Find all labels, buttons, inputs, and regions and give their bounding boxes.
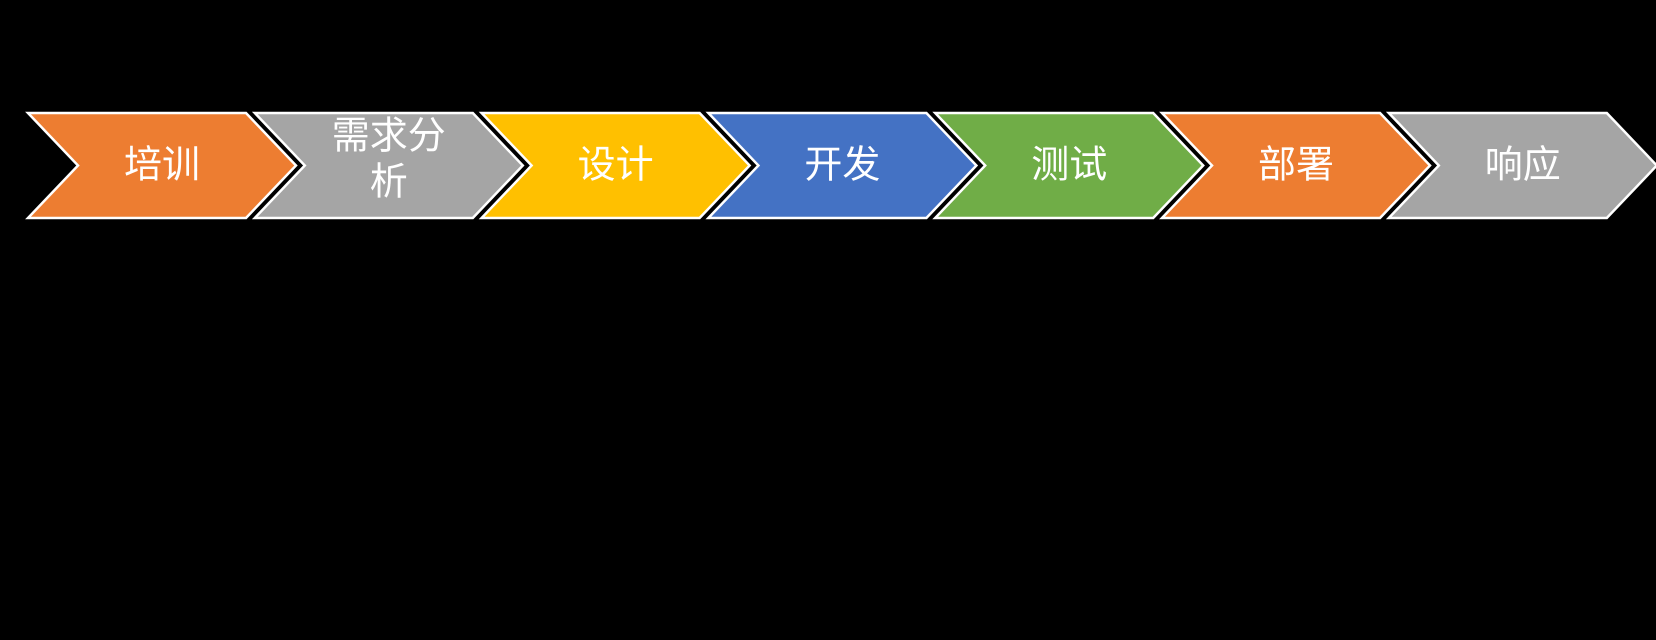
chevron-shape-5: [1159, 111, 1432, 220]
chevron-shape-3: [705, 111, 979, 220]
chevron-label-line: 设计: [578, 145, 654, 187]
chevron-shape-6: [1385, 111, 1656, 220]
chevron-label-3: 开发: [804, 145, 880, 187]
chevron-shape-4: [932, 111, 1205, 220]
chevron-label-line: 析: [370, 162, 408, 204]
chevron-label-line: 需求分: [332, 116, 446, 158]
chevron-shape-2: [478, 111, 752, 220]
chevron-label-1: 需求分析: [332, 116, 446, 204]
chevron-label-5: 部署: [1258, 145, 1334, 187]
chevron-label-line: 测试: [1031, 145, 1107, 187]
chevron-label-2: 设计: [578, 145, 654, 187]
chevron-label-line: 响应: [1485, 145, 1561, 187]
chevron-label-6: 响应: [1485, 145, 1561, 187]
chevron-shape-1: [251, 111, 525, 220]
chevron-label-0: 培训: [124, 145, 200, 187]
chevron-shape-0: [25, 111, 298, 220]
chevron-label-line: 培训: [124, 145, 200, 187]
chevron-label-line: 开发: [804, 145, 880, 187]
chevron-label-line: 部署: [1258, 145, 1334, 187]
chevron-label-4: 测试: [1031, 145, 1107, 187]
